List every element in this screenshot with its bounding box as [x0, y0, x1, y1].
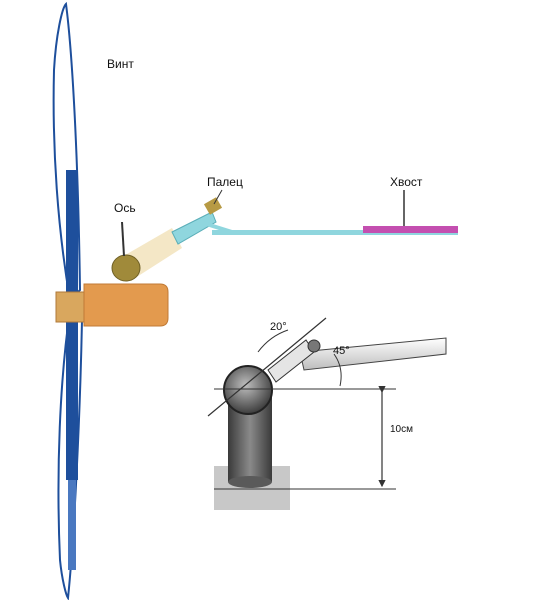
pin [203, 197, 223, 215]
propeller [52, 1, 84, 600]
detail-beam [299, 337, 447, 371]
propeller-spar-bottom-lower [68, 480, 76, 570]
generator-body [83, 283, 169, 327]
label-angle-tilt: 20° [270, 321, 287, 333]
label-offset: 10см [390, 424, 413, 435]
tail-fin [363, 226, 458, 233]
label-angle-arm: 45° [333, 345, 350, 357]
detail-joint [307, 339, 321, 353]
detail-rod-end [228, 476, 272, 488]
generator [55, 283, 169, 327]
yaw-assembly [111, 189, 458, 282]
tail-beam [212, 230, 458, 235]
label-axis: Ось [114, 201, 136, 215]
detail-view: 20° 45° 10см [207, 317, 447, 510]
label-propeller: Винт [107, 57, 134, 71]
label-tail: Хвост [390, 175, 423, 189]
propeller-spar-bottom [66, 320, 78, 480]
detail-ball [223, 365, 273, 415]
axis-pointer [121, 221, 125, 257]
propeller-spar-top [66, 170, 78, 295]
detail-arc-20 [257, 329, 289, 353]
generator-hub [55, 291, 89, 323]
detail-arc-45 [333, 353, 342, 387]
label-pin: Палец [207, 175, 243, 189]
pin-pointer [213, 189, 223, 205]
axis-ball [111, 254, 141, 282]
detail-tilt-line [207, 317, 327, 417]
boom-arm [171, 211, 217, 245]
